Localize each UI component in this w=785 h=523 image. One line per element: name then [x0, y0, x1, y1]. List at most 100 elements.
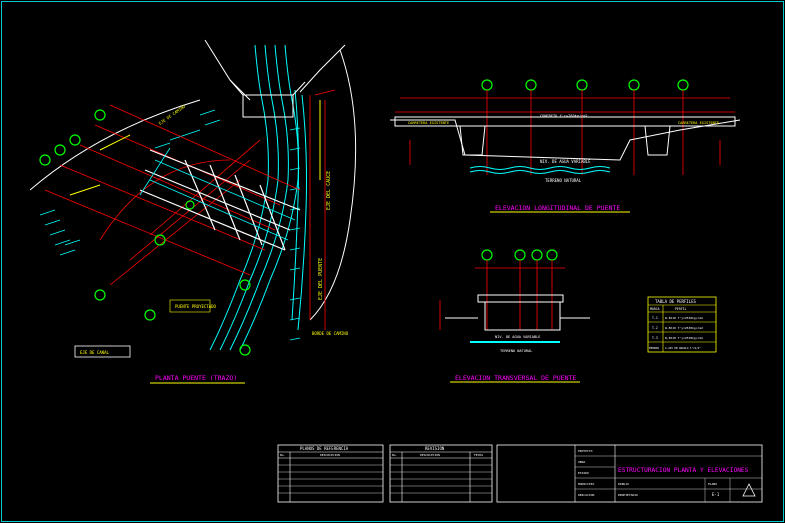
- terrain-line-right: [299, 44, 346, 93]
- terrain-line-left: [204, 39, 251, 101]
- long-bubbles: [481, 79, 689, 91]
- cad-linework: [69, 134, 81, 146]
- profiles-cell: PERNOS: [649, 346, 659, 350]
- profiles-cell: W-8X10 f'y=2530kg/cm2: [665, 336, 703, 340]
- cad-linework: [69, 184, 101, 196]
- cad-linework: [109, 104, 301, 191]
- cad-linework: [44, 189, 251, 276]
- cad-linework: [576, 79, 588, 91]
- plan-bank-label: BORDE DE CAMINO: [312, 331, 349, 336]
- field-label-municipio: MUNICIPIO: [578, 482, 594, 486]
- cad-linework: [209, 164, 241, 241]
- long-elevation: NIV. DE AGUA VARIABLE TERRENO NATURAL CA…: [390, 79, 741, 213]
- cad-linework: [677, 79, 689, 91]
- profiles-table: TABLA DE PERFILES MARCA PERFIL T-1 W-8X1…: [647, 296, 717, 353]
- deck-beams: [139, 147, 296, 241]
- alignment-lines: [44, 89, 336, 330]
- long-road-left: CARRETERA EXISTENTE: [408, 121, 449, 125]
- plan-sub-label: PUENTE PROYECTADO: [175, 304, 217, 309]
- cad-linework: [277, 444, 384, 503]
- cad-linework: [647, 296, 717, 353]
- cad-linework: [185, 200, 195, 210]
- plan-view: EJE DEL CAUCE EJE DEL PUENTE EJE DE CAMI…: [29, 39, 357, 384]
- cad-linework: [109, 179, 241, 286]
- plan-note-box: [74, 345, 131, 358]
- terrain-bank-left: [29, 99, 201, 191]
- cad-linework: [94, 109, 106, 121]
- trans-ground-label: TERRENO NATURAL: [500, 349, 532, 353]
- cad-linework: [278, 464, 383, 494]
- long-ground-label: TERRENO NATURAL: [545, 178, 582, 183]
- rev-title: REVISION: [425, 446, 445, 451]
- cad-linework: [400, 90, 730, 175]
- cad-linework: [291, 89, 300, 321]
- cad-linework: [139, 147, 171, 196]
- terrain-bank-curve: [309, 49, 357, 321]
- cad-linework: [144, 309, 156, 321]
- cad-linework: [390, 464, 492, 494]
- rev-header-1: DESCRIPCION: [420, 453, 440, 457]
- cad-linework: [39, 154, 51, 166]
- cad-linework: [239, 344, 251, 356]
- cad-linework: [219, 44, 279, 351]
- cad-linework: [525, 79, 537, 91]
- field-label-obra: OBRA: [578, 460, 585, 464]
- plan-annotations: [69, 100, 321, 313]
- cad-linework: [99, 134, 131, 151]
- deck-girders: [139, 149, 301, 251]
- cad-linework: [239, 279, 251, 291]
- profiles-header-0: MARCA: [650, 307, 660, 311]
- title-block: PLANOS DE REFERENCIA No. DESCRIPCION REV…: [277, 444, 763, 503]
- cad-linework: [239, 44, 299, 351]
- sub-label-plano: PLANO: [708, 482, 717, 486]
- plan-axis-label-1: EJE DEL CAUCE: [326, 171, 332, 210]
- cad-linework: [481, 249, 493, 261]
- cad-linework: [259, 184, 286, 251]
- cad-linework: [184, 159, 216, 231]
- cad-linework: [154, 234, 166, 246]
- rev-header-0: No.: [392, 453, 398, 457]
- cad-linework: [481, 249, 558, 261]
- field-label-proyecto: PROYECTO: [578, 449, 593, 453]
- rev-header-2: FECHA: [474, 453, 483, 457]
- cad-linework: [154, 159, 296, 221]
- long-abutment-right: [644, 125, 671, 156]
- cad-linework: [129, 159, 251, 261]
- cad-linework: [149, 179, 289, 241]
- trans-water-label: NIV. DE AGUA VARIABLE: [495, 335, 540, 339]
- cad-linework: [481, 79, 493, 91]
- profiles-header-1: PERFIL: [675, 307, 687, 311]
- cad-linework: [514, 249, 526, 261]
- abutment-top: [242, 94, 294, 118]
- profiles-cell: A-325 EN ANGULO 1"x1/2": [665, 346, 701, 350]
- cad-linework: [144, 169, 291, 231]
- plan-title: PLANTA PUENTE (TRAZO): [155, 374, 237, 382]
- trans-pier: [484, 302, 561, 331]
- cad-linework: [289, 127, 301, 341]
- abutment-top-wall: [229, 79, 306, 96]
- cad-linework: [169, 299, 211, 313]
- drawing-number: E-1: [712, 492, 720, 497]
- trans-elevation: NIV. DE AGUA VARIABLE TERRENO NATURAL EL…: [439, 249, 590, 383]
- profiles-cell: W-8X10 f'y=2530kg/cm2: [665, 316, 703, 320]
- cad-linework: [628, 79, 640, 91]
- cad-linework: [496, 444, 763, 503]
- cad-linework: [531, 249, 543, 261]
- cad-linework: [99, 159, 231, 241]
- long-road-right: CARRETERA EXISTENTE: [678, 121, 719, 125]
- cad-linework: [389, 444, 493, 503]
- plan-axis-label-2: EJE DEL PUENTE: [318, 258, 324, 300]
- cad-linework: [59, 164, 266, 251]
- cad-linework: [314, 89, 336, 96]
- cad-linework: [154, 109, 221, 149]
- cad-linework: [234, 174, 263, 246]
- sheet-title: ESTRUCTURACION PLANTA Y ELEVACIONES: [618, 467, 749, 474]
- river-channel: [209, 44, 307, 351]
- sub-label-dibujo: DIBUJO: [618, 482, 629, 486]
- plan-note-label: EJE DE CANAL: [80, 350, 109, 355]
- ref-header-0: No.: [280, 453, 286, 457]
- profiles-cell: W-8X10 f'y=2530kg/cm2: [665, 326, 703, 330]
- ref-title: PLANOS DE REFERENCIA: [300, 446, 349, 451]
